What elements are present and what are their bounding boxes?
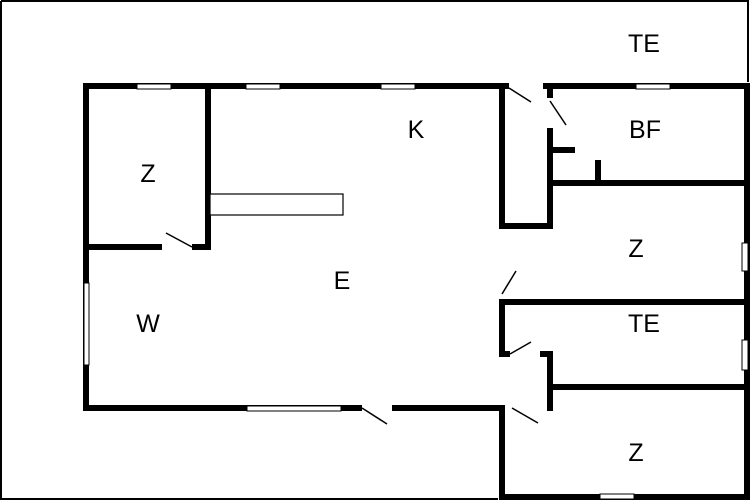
window — [380, 83, 416, 90]
window — [246, 405, 342, 412]
window — [741, 339, 749, 371]
kitchen-counter — [209, 193, 344, 216]
windows — [83, 83, 749, 500]
window — [245, 83, 281, 90]
label-hall: E — [334, 267, 351, 295]
door — [509, 341, 532, 355]
window — [599, 493, 635, 500]
label-living: W — [136, 310, 160, 338]
door — [549, 100, 567, 126]
door — [511, 407, 539, 424]
door — [508, 87, 532, 103]
walls — [83, 83, 750, 500]
window — [83, 282, 90, 366]
label-kitchen: K — [408, 116, 425, 144]
window — [635, 83, 671, 90]
door — [165, 232, 193, 248]
door — [501, 270, 517, 295]
label-room-e1: Z — [628, 235, 643, 263]
outer-wall — [83, 83, 750, 500]
window — [136, 83, 172, 90]
label-room-se: Z — [628, 439, 643, 467]
door — [361, 407, 388, 425]
window — [741, 242, 749, 272]
door-swings — [165, 87, 567, 425]
label-terrace-top: TE — [628, 30, 660, 58]
door-openings — [162, 81, 554, 413]
label-room-nw: Z — [140, 160, 155, 188]
label-terrace-e: TE — [628, 310, 660, 338]
label-bath: BF — [629, 116, 661, 144]
